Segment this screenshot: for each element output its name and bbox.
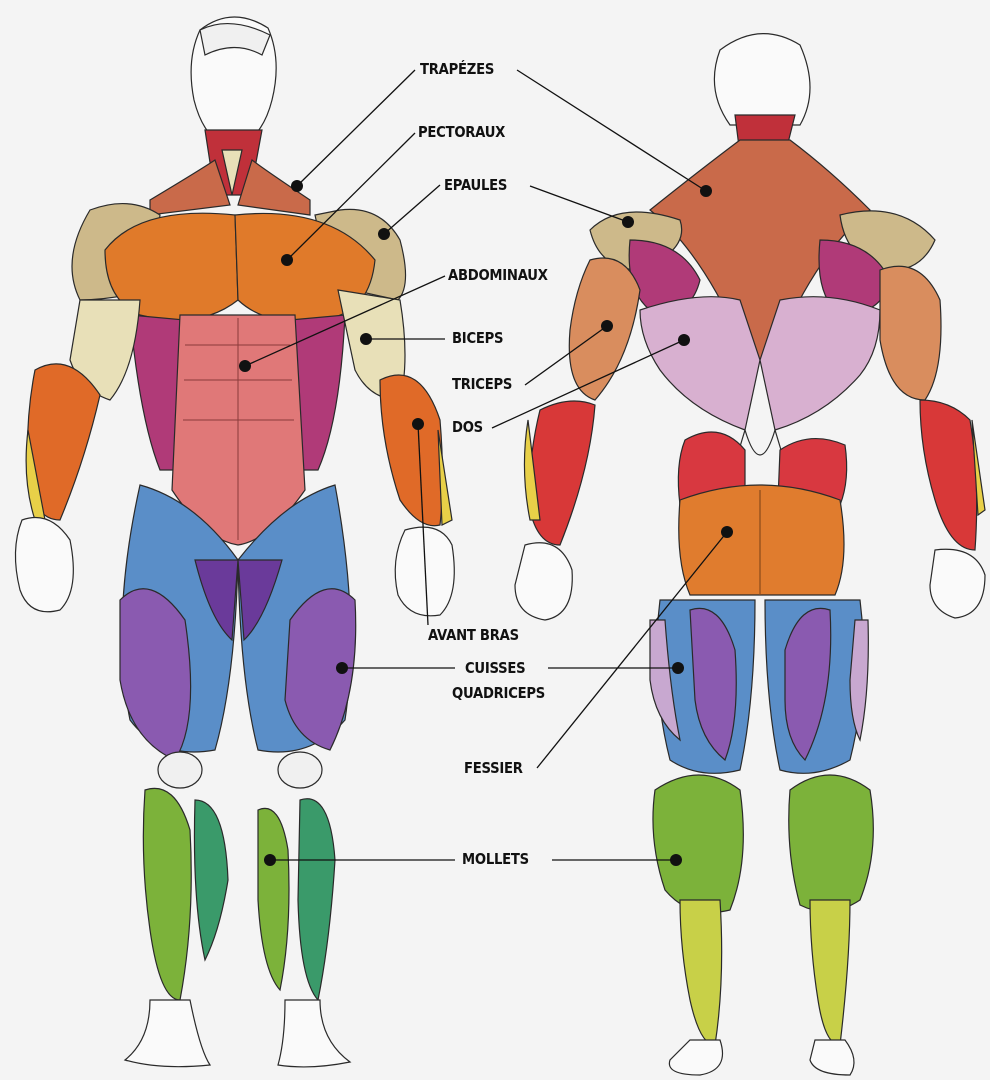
label-mollets: MOLLETS bbox=[462, 852, 529, 867]
front-foot-right bbox=[278, 1000, 350, 1067]
back-head bbox=[714, 34, 810, 125]
back-forearm-right bbox=[920, 400, 977, 550]
label-fessier: FESSIER bbox=[464, 761, 523, 776]
back-hand-left bbox=[515, 543, 572, 620]
label-trapezes: TRAPÉZES bbox=[420, 62, 494, 77]
front-trapezius bbox=[150, 160, 230, 215]
front-forearm-right bbox=[380, 375, 443, 526]
back-figure bbox=[515, 34, 985, 1075]
back-dos-left bbox=[640, 297, 760, 430]
back-calf-right bbox=[789, 775, 874, 911]
back-foot-left bbox=[669, 1040, 722, 1075]
label-abdominaux: ABDOMINAUX bbox=[448, 268, 548, 283]
back-dos-right bbox=[760, 297, 880, 430]
label-biceps: BICEPS bbox=[452, 331, 503, 346]
back-foot-right bbox=[810, 1040, 854, 1075]
back-fessier bbox=[679, 485, 844, 595]
back-forearm-left bbox=[528, 401, 595, 545]
back-calf-left bbox=[653, 775, 743, 913]
label-cuisses: CUISSES bbox=[465, 661, 525, 676]
front-foot-left bbox=[125, 1000, 210, 1067]
label-pectoraux: PECTORAUX bbox=[418, 125, 505, 140]
back-hand-right bbox=[930, 549, 985, 618]
label-epaules: EPAULES bbox=[444, 178, 507, 193]
front-hand-left bbox=[15, 518, 73, 612]
front-calf-right bbox=[258, 808, 289, 990]
label-dos: DOS bbox=[452, 420, 483, 435]
label-quadriceps: QUADRICEPS bbox=[452, 686, 545, 701]
back-triceps-right bbox=[880, 266, 941, 400]
label-triceps: TRICEPS bbox=[452, 377, 512, 392]
front-figure bbox=[15, 17, 454, 1067]
front-calf-left bbox=[143, 788, 191, 1000]
label-avant-bras: AVANT BRAS bbox=[428, 628, 519, 643]
